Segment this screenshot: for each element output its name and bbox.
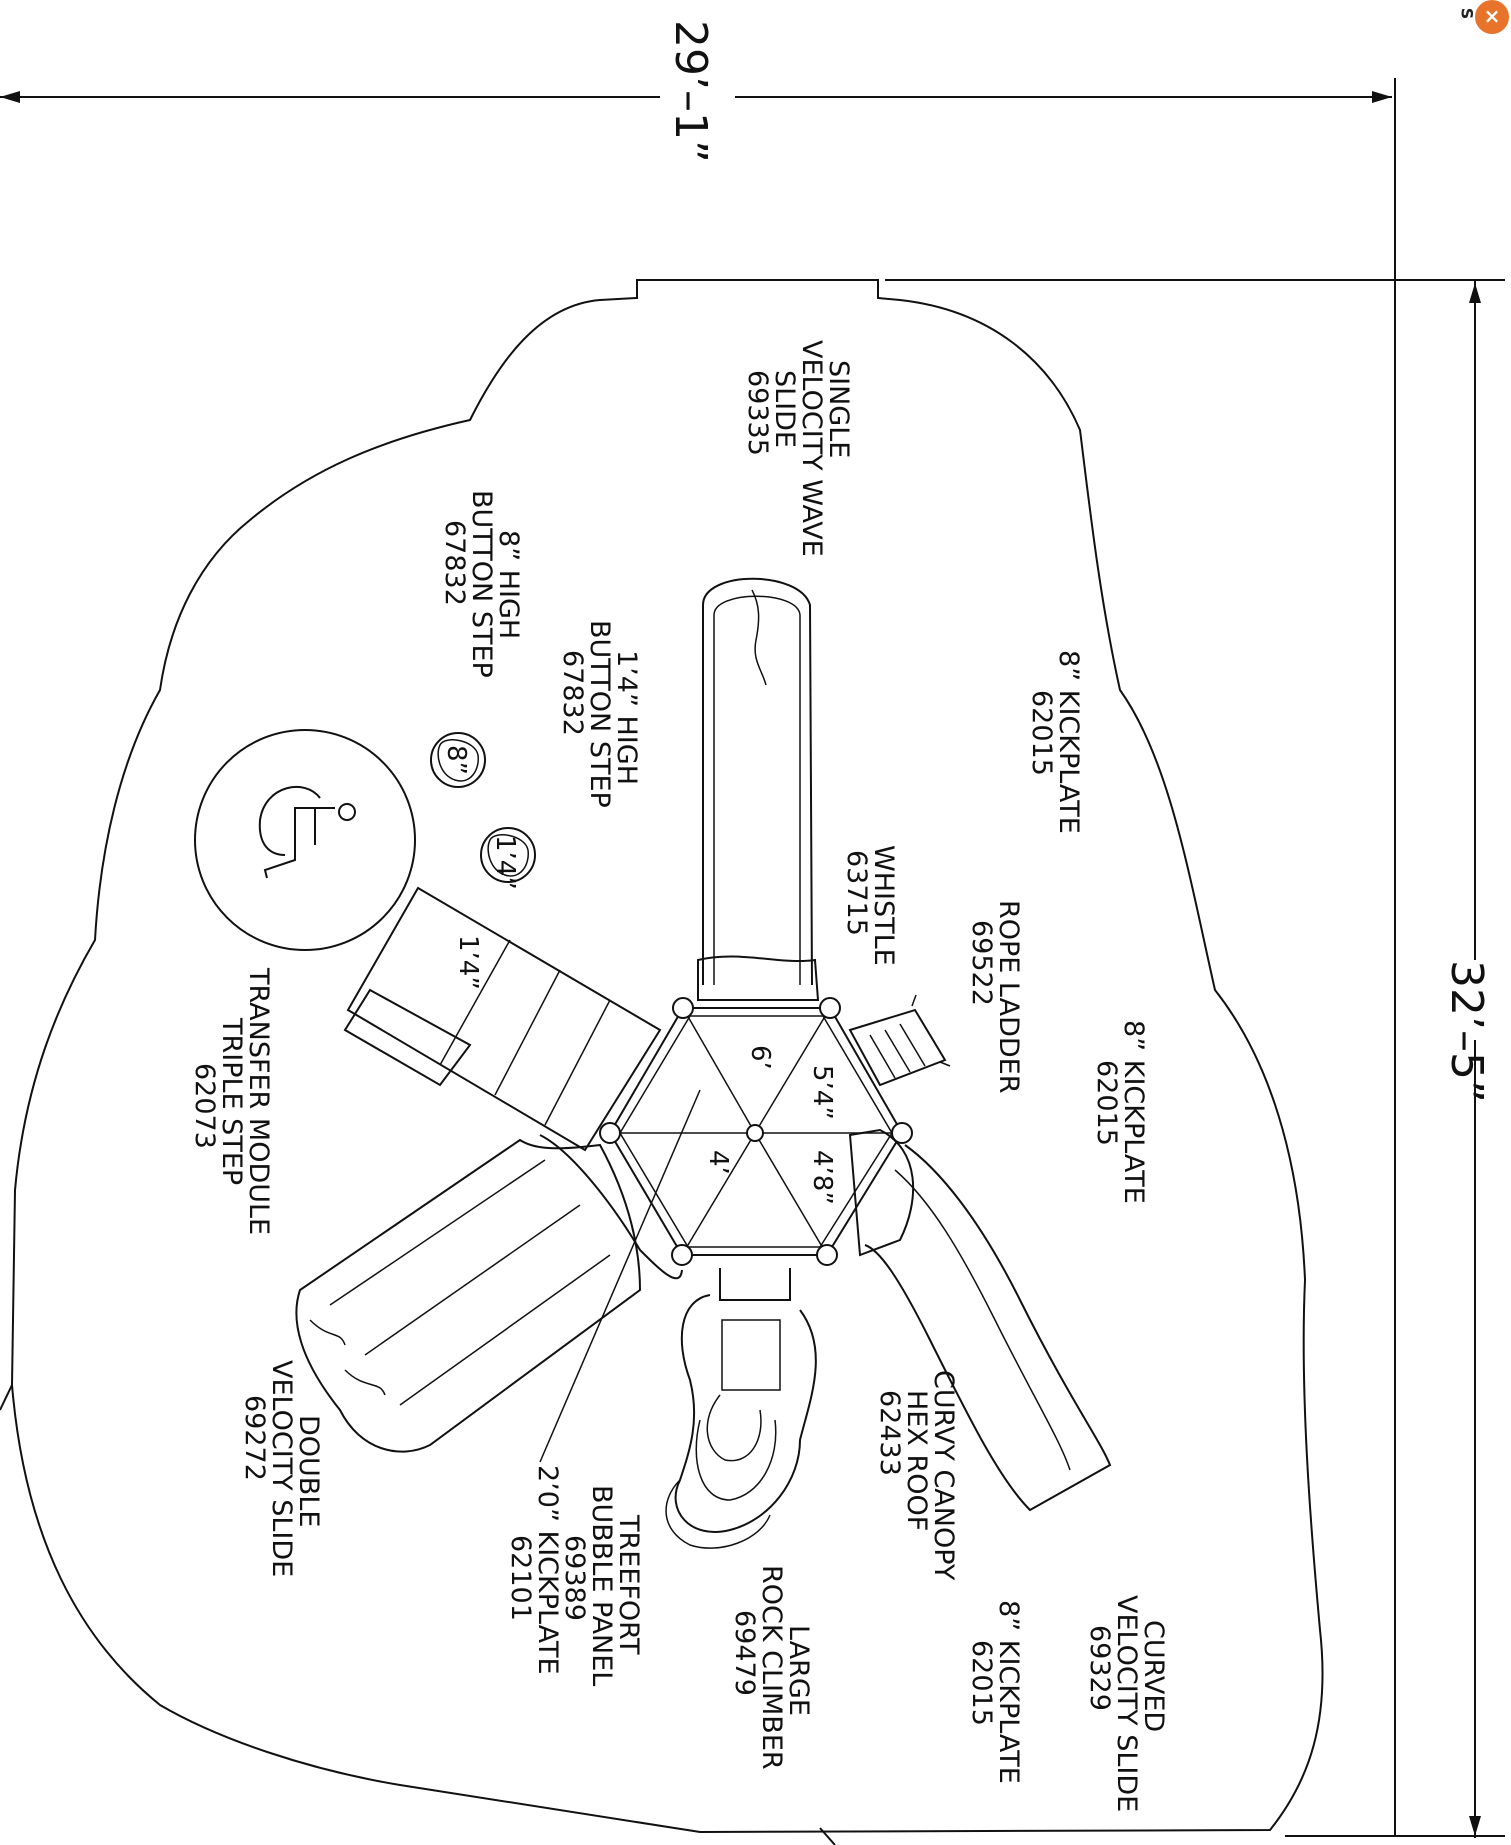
close-badge-edge-text: S	[1457, 7, 1477, 20]
close-badge[interactable]: S ×	[1457, 0, 1509, 38]
use-zone-boundary	[10, 279, 1324, 1834]
button-step-8: 8”	[430, 732, 486, 788]
width-dimension: 29’–1”	[0, 20, 1396, 1835]
label-kickplate-right: 8” KICKPLATE 62015	[1091, 1020, 1149, 1212]
transfer-point	[194, 729, 416, 951]
single-velocity-wave-slide	[697, 577, 820, 1001]
label-rope-ladder: ROPE LADDER 69522	[966, 900, 1024, 1102]
close-icon[interactable]: ×	[1475, 0, 1509, 34]
label-canopy: CURVY CANOPY HEX ROOF 62433	[874, 1370, 959, 1589]
button-step-8-height: 8”	[441, 745, 471, 775]
deck-height-4: 4’	[703, 1150, 733, 1175]
width-dimension-text: 29’–1”	[665, 20, 716, 163]
label-button-step-8: 8” HIGH BUTTON STEP 67832	[439, 490, 524, 686]
button-step-1-4: 1’4”	[480, 827, 536, 890]
label-double-velocity-slide: DOUBLE VELOCITY SLIDE 69272	[239, 1360, 324, 1586]
large-rock-climber	[665, 1268, 817, 1549]
deck-height-6: 6’	[745, 1045, 775, 1070]
rope-ladder	[848, 994, 951, 1087]
deck-height-5-4: 5’4”	[807, 1065, 837, 1120]
deck-posts	[599, 997, 913, 1266]
deck-height-4-8: 4’8”	[807, 1150, 837, 1205]
label-curved-velocity-slide: CURVED VELOCITY SLIDE 69329	[1084, 1595, 1169, 1821]
button-step-1-4-height: 1’4”	[490, 835, 520, 890]
label-bubble-panel-kickplate: TREEFORT BUBBLE PANEL 69389 2’0” KICKPLA…	[505, 1465, 644, 1695]
wheelchair-icon	[258, 785, 356, 879]
curved-velocity-slide	[848, 1128, 1112, 1512]
label-rock-climber: LARGE ROCK CLIMBER 69479	[729, 1565, 814, 1778]
label-transfer-module: TRANSFER MODULE TRIPLE STEP 62073	[189, 967, 274, 1244]
bubble-panel-leader	[539, 1089, 701, 1463]
length-dimension: 32’–5”	[885, 279, 1505, 1838]
label-button-step-1-4: 1’4” HIGH BUTTON STEP 67832	[557, 620, 642, 816]
length-dimension-text: 32’–5”	[1441, 960, 1492, 1103]
label-kickplate-top: 8” KICKPLATE 62015	[1026, 650, 1084, 842]
label-whistle: WHISTLE 63715	[841, 845, 899, 974]
double-velocity-slide	[295, 1134, 683, 1453]
transfer-step-height: 1’4”	[453, 935, 483, 990]
label-kickplate-bottom: 8” KICKPLATE 62015	[966, 1600, 1024, 1792]
hex-deck: 6’ 5’4” 4’8” 4’	[599, 997, 913, 1266]
transfer-module: 1’4”	[343, 886, 662, 1152]
label-single-velocity-wave-slide: SINGLE VELOCITY WAVE SLIDE 69335	[742, 340, 854, 565]
